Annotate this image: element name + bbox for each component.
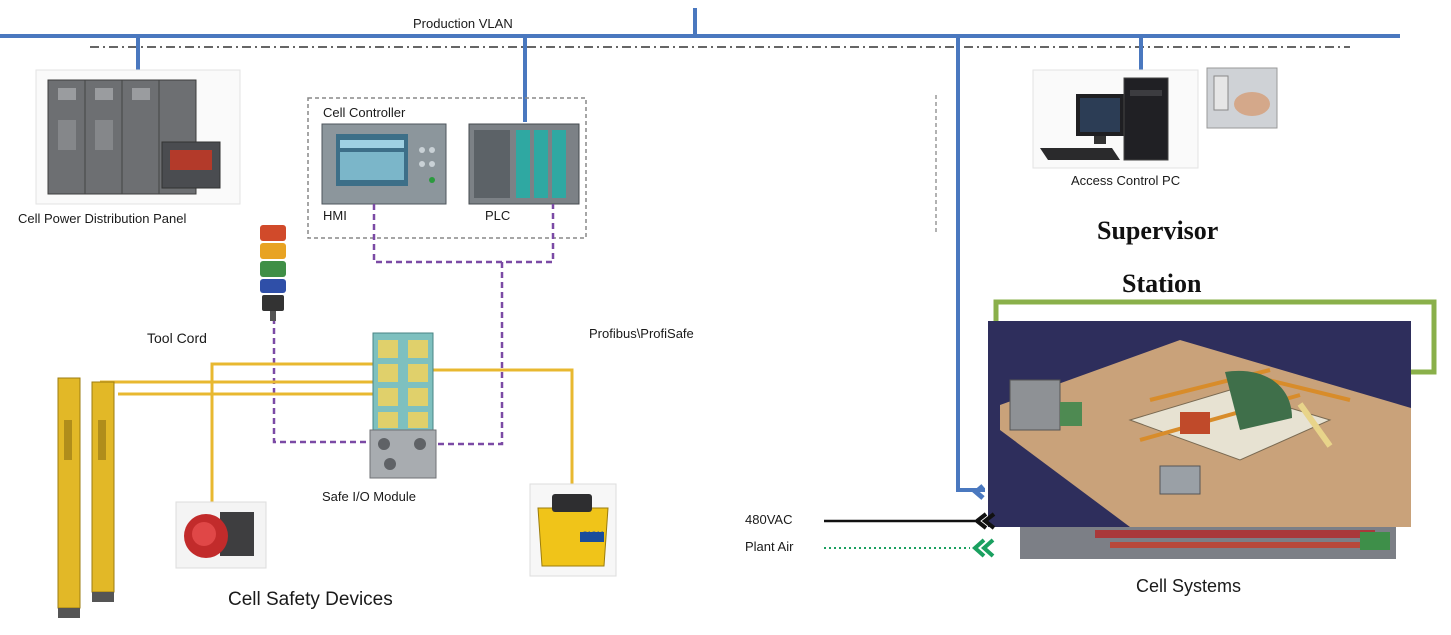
- hmi-label: HMI: [323, 208, 347, 223]
- cell-controller-frame: [307, 97, 587, 239]
- access-control-pc-image: [1032, 69, 1199, 169]
- plant-air-label: Plant Air: [745, 539, 794, 554]
- profibus-links: [272, 204, 555, 446]
- production-vlan-bus: [0, 8, 1400, 492]
- power-panel-image: [35, 69, 241, 205]
- connector-glyphs: [971, 484, 996, 558]
- cell-systems-label: Cell Systems: [1136, 576, 1242, 596]
- 480vac-label: 480VAC: [745, 512, 793, 527]
- access-control-pc-label: Access Control PC: [1071, 173, 1181, 188]
- plc-label: PLC: [485, 208, 511, 223]
- plc-image: [468, 123, 580, 205]
- tool-cord-label: Tool Cord: [147, 330, 207, 346]
- safe-io-module-label: Safe I/O Module: [322, 489, 416, 504]
- cell-safety-devices-label: Cell Safety Devices: [228, 589, 393, 610]
- scanner-logo-text: SICK: [582, 530, 604, 540]
- profibus-label: Profibus\ProfiSafe: [589, 326, 694, 341]
- safe-io-module-image: [369, 332, 437, 479]
- stack-light-image: [260, 225, 286, 321]
- supervisor-station-frame: [993, 299, 1437, 375]
- station-label: Station: [1122, 269, 1202, 298]
- power-panel-label: Cell Power Distribution Panel: [18, 211, 187, 226]
- estop-image: [175, 501, 267, 569]
- cell-systems-render: [988, 321, 1411, 527]
- production-vlan-label: Production VLAN: [413, 16, 513, 31]
- cell-systems-background: [1020, 525, 1396, 559]
- supervisor-label: Supervisor: [1097, 216, 1219, 245]
- laser-scanner-image: [529, 483, 617, 577]
- badge-reader-image: [1206, 67, 1278, 129]
- cell-controller-label: Cell Controller: [323, 105, 406, 120]
- safety-cables: [100, 362, 574, 512]
- light-curtain-image: [57, 377, 115, 618]
- hmi-image: [321, 123, 447, 205]
